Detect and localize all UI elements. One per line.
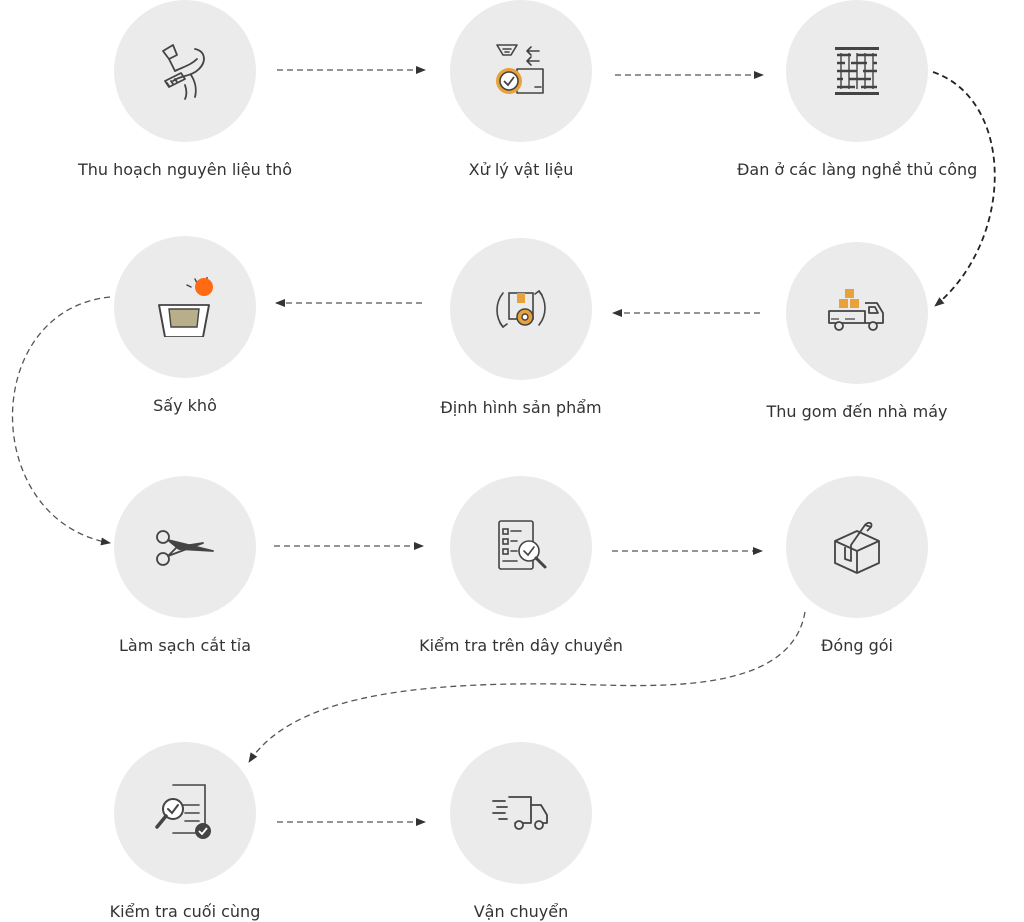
step-collect-to-factory: Thu gom đến nhà máy: [737, 242, 977, 422]
sun-drying-tray-icon: [158, 277, 213, 337]
step-label: Định hình sản phẩm: [440, 398, 602, 417]
step-label: Xử lý vật liệu: [468, 160, 574, 179]
step-label: Thu hoạch nguyên liệu thô: [77, 160, 293, 179]
hand-harvest-icon: [162, 44, 205, 100]
step-label: Kiểm tra cuối cùng: [109, 902, 261, 921]
step-circle: [114, 476, 256, 618]
step-cleaning-trimming: Làm sạch cắt tỉa: [65, 476, 305, 656]
step-label: Làm sạch cắt tỉa: [118, 636, 252, 655]
step-label: Kiểm tra trên dây chuyền: [419, 636, 623, 655]
step-circle: [450, 476, 592, 618]
step-circle: [450, 0, 592, 142]
step-processing: Xử lý vật liệu: [401, 0, 641, 180]
step-circle: [114, 236, 256, 378]
checklist-magnifier-icon: [498, 520, 547, 570]
step-circle: [114, 742, 256, 884]
step-label: Vận chuyển: [473, 902, 569, 921]
delivery-truck-boxes-icon: [828, 289, 884, 331]
step-circle: [450, 742, 592, 884]
product-shaping-icon: [496, 289, 546, 329]
step-label: Thu gom đến nhà máy: [766, 402, 948, 421]
step-circle: [114, 0, 256, 142]
step-shipping: Vận chuyển: [401, 742, 641, 922]
step-packaging: Đóng gói: [737, 476, 977, 656]
fast-shipping-truck-icon: [492, 796, 548, 830]
step-circle: [786, 242, 928, 384]
weaving-pattern-icon: [835, 47, 879, 95]
step-circle: [450, 238, 592, 380]
step-final-inspection: Kiểm tra cuối cùng: [65, 742, 305, 922]
step-circle: [786, 0, 928, 142]
step-label: Sấy khô: [153, 396, 217, 415]
step-line-inspection: Kiểm tra trên dây chuyền: [401, 476, 641, 656]
step-label: Đóng gói: [821, 636, 893, 655]
scissors-icon: [156, 530, 214, 566]
package-box-icon: [834, 521, 880, 574]
step-label: Đan ở các làng nghề thủ công: [737, 160, 978, 179]
final-inspection-icon: [155, 784, 211, 839]
step-shaping: Định hình sản phẩm: [401, 238, 641, 418]
step-harvest: Thu hoạch nguyên liệu thô: [65, 0, 305, 180]
material-processing-icon: [496, 44, 544, 94]
step-circle: [786, 476, 928, 618]
step-drying: Sấy khô: [65, 236, 305, 416]
step-weaving: Đan ở các làng nghề thủ công: [737, 0, 977, 180]
